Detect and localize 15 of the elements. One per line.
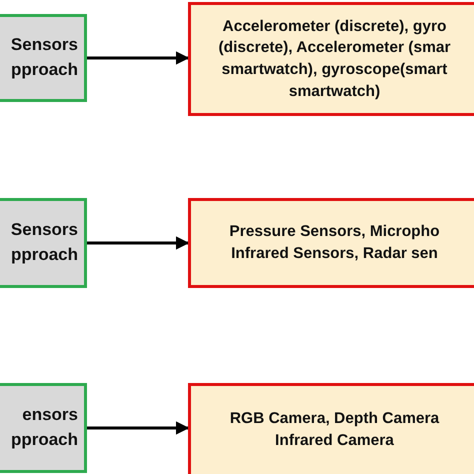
sensor-list-text: Accelerometer (discrete), gyro (discrete), Accelerometer (smar smartwatch), gyroscope(smart smartwatch) bbox=[217, 16, 452, 102]
arrow bbox=[87, 51, 190, 65]
category-box bbox=[0, 383, 87, 473]
sensor-list-text: RGB Camera, Depth Camera Infrared Camera bbox=[228, 409, 440, 451]
sensor-list-box bbox=[188, 2, 474, 116]
category-label: Sensors pproach bbox=[10, 219, 78, 266]
category-label: ensors pproach bbox=[10, 404, 78, 451]
sensor-list-box bbox=[188, 383, 474, 474]
sensor-list-text: Pressure Sensors, Micropho Infrared Sensors, Radar sen bbox=[228, 222, 441, 264]
category-box bbox=[0, 14, 87, 102]
sensor-list-box bbox=[188, 198, 474, 288]
arrow bbox=[87, 421, 190, 435]
category-label: Sensors pproach bbox=[10, 34, 78, 81]
category-box bbox=[0, 198, 87, 288]
arrow bbox=[87, 236, 190, 250]
